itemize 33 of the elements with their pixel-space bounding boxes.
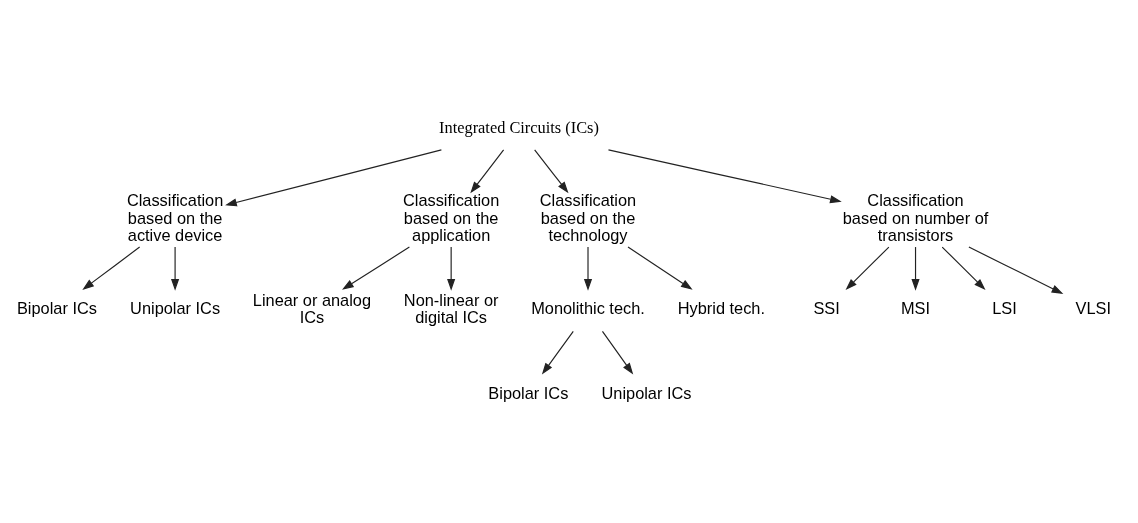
arrow: [541, 330, 574, 375]
arrow: [171, 246, 180, 291]
arrow: [941, 246, 986, 291]
node-text: Classification based on the application: [402, 191, 500, 245]
arrow: [342, 246, 410, 290]
node-text: Classification based on the technology: [539, 191, 637, 245]
node-text: Non-linear or digital ICs: [403, 290, 499, 327]
node-text: Classification based on the active device: [126, 191, 224, 245]
arrow: [607, 149, 842, 204]
arrow: [534, 149, 569, 194]
arrow: [627, 246, 693, 290]
arrow: [447, 246, 456, 291]
node-text: Integrated Circuits (ICs): [439, 118, 599, 138]
node-text: Classification based on number of transistors: [842, 191, 989, 245]
node-text: SSI: [813, 299, 840, 318]
node-text: Monolithic tech.: [531, 299, 645, 318]
node-text: VLSI: [1075, 299, 1112, 318]
node-text: MSI: [900, 299, 931, 318]
arrow: [225, 149, 442, 207]
node-text: Unipolar ICs: [601, 383, 692, 402]
node-text: LSI: [992, 299, 1017, 318]
node-text: Bipolar ICs: [16, 299, 97, 318]
node-text: Linear or analog ICs: [252, 290, 372, 327]
node-text: Bipolar ICs: [488, 383, 569, 402]
arrow: [845, 246, 890, 291]
arrow: [583, 246, 593, 291]
node-text: Unipolar ICs: [130, 299, 221, 318]
node-text: Hybrid tech.: [677, 299, 766, 318]
arrow: [82, 246, 141, 290]
arrow: [601, 330, 634, 375]
arrow: [911, 246, 920, 291]
arrow: [968, 246, 1064, 294]
arrow: [470, 149, 505, 194]
